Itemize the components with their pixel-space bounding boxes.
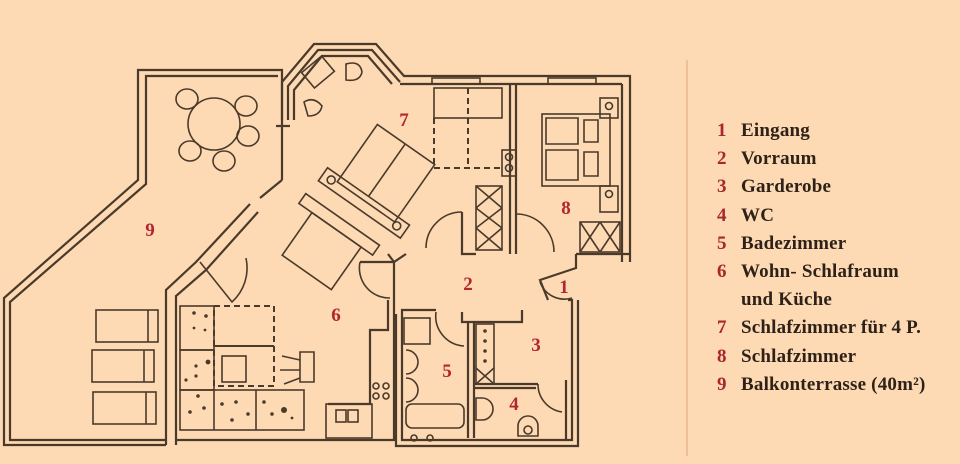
legend-number: 4 [717, 204, 727, 226]
legend-item-3: 3 Garderobe [717, 173, 926, 201]
room-label-8: 8 [561, 198, 571, 219]
room-label-9: 9 [145, 220, 155, 241]
floor-plan: 1 2 3 4 5 6 7 8 9 [2, 42, 632, 448]
legend-number: 9 [717, 373, 727, 395]
core-walls [360, 253, 580, 448]
legend-item-4: 4 WC [717, 202, 926, 230]
legend-item-2: 2 Vorraum [717, 145, 926, 173]
legend-label: Vorraum [741, 148, 817, 170]
legend-label: Badezimmer [741, 232, 847, 254]
legend-number: 3 [717, 176, 727, 198]
legend-label: Schlafzimmer für 4 P. [741, 317, 922, 339]
room-label-3: 3 [531, 335, 541, 356]
legend-label: Eingang [741, 120, 810, 141]
legend-label: WC [741, 204, 775, 226]
room-labels: 1 2 3 4 5 6 7 8 9 [145, 110, 571, 415]
living-kitchen-walls [164, 203, 396, 445]
terrace-table [175, 88, 260, 172]
legend-item-5: 5 Badezimmer [717, 230, 926, 258]
legend-label: Balkonterrasse (40m²) [741, 373, 926, 395]
room-legend: 1 Eingang 2 Vorraum 3 Garderobe 4 WC 5 Badezi… [717, 117, 926, 399]
legend-label: Schlafzimmer [741, 345, 857, 367]
divider [686, 60, 688, 456]
legend-item-8: 8 Schlafzimmer [717, 343, 926, 371]
legend-number: 1 [717, 120, 727, 141]
room-label-5: 5 [442, 361, 452, 382]
legend-item-6: 6 Wohn- Schlafraum [717, 258, 926, 286]
legend-label: Garderobe [741, 176, 832, 198]
legend-item-7: 7 Schlafzimmer für 4 P. [717, 314, 926, 342]
room-label-4: 4 [509, 394, 519, 415]
legend-number: 2 [717, 148, 727, 170]
sun-loungers [91, 309, 159, 425]
bedroom-8-walls [425, 84, 630, 256]
room-label-7: 7 [399, 110, 409, 131]
legend-item-9: 9 Balkonterrasse (40m²) [717, 371, 926, 399]
legend-item-1: 1 Eingang [717, 117, 926, 145]
room-label-2: 2 [463, 274, 473, 295]
room-label-6: 6 [331, 305, 341, 326]
legend-number: 8 [717, 345, 727, 367]
legend-number: 5 [717, 232, 727, 254]
room-label-1: 1 [559, 277, 569, 298]
legend-number: 7 [717, 317, 727, 339]
legend-number: 6 [717, 261, 727, 283]
legend-label: Wohn- Schlafraum [741, 261, 899, 283]
terrace-outline [2, 68, 290, 447]
bedroom-7-walls [280, 42, 632, 291]
legend-label: und Küche [741, 289, 833, 311]
legend-item-6-cont: und Küche [717, 286, 926, 314]
